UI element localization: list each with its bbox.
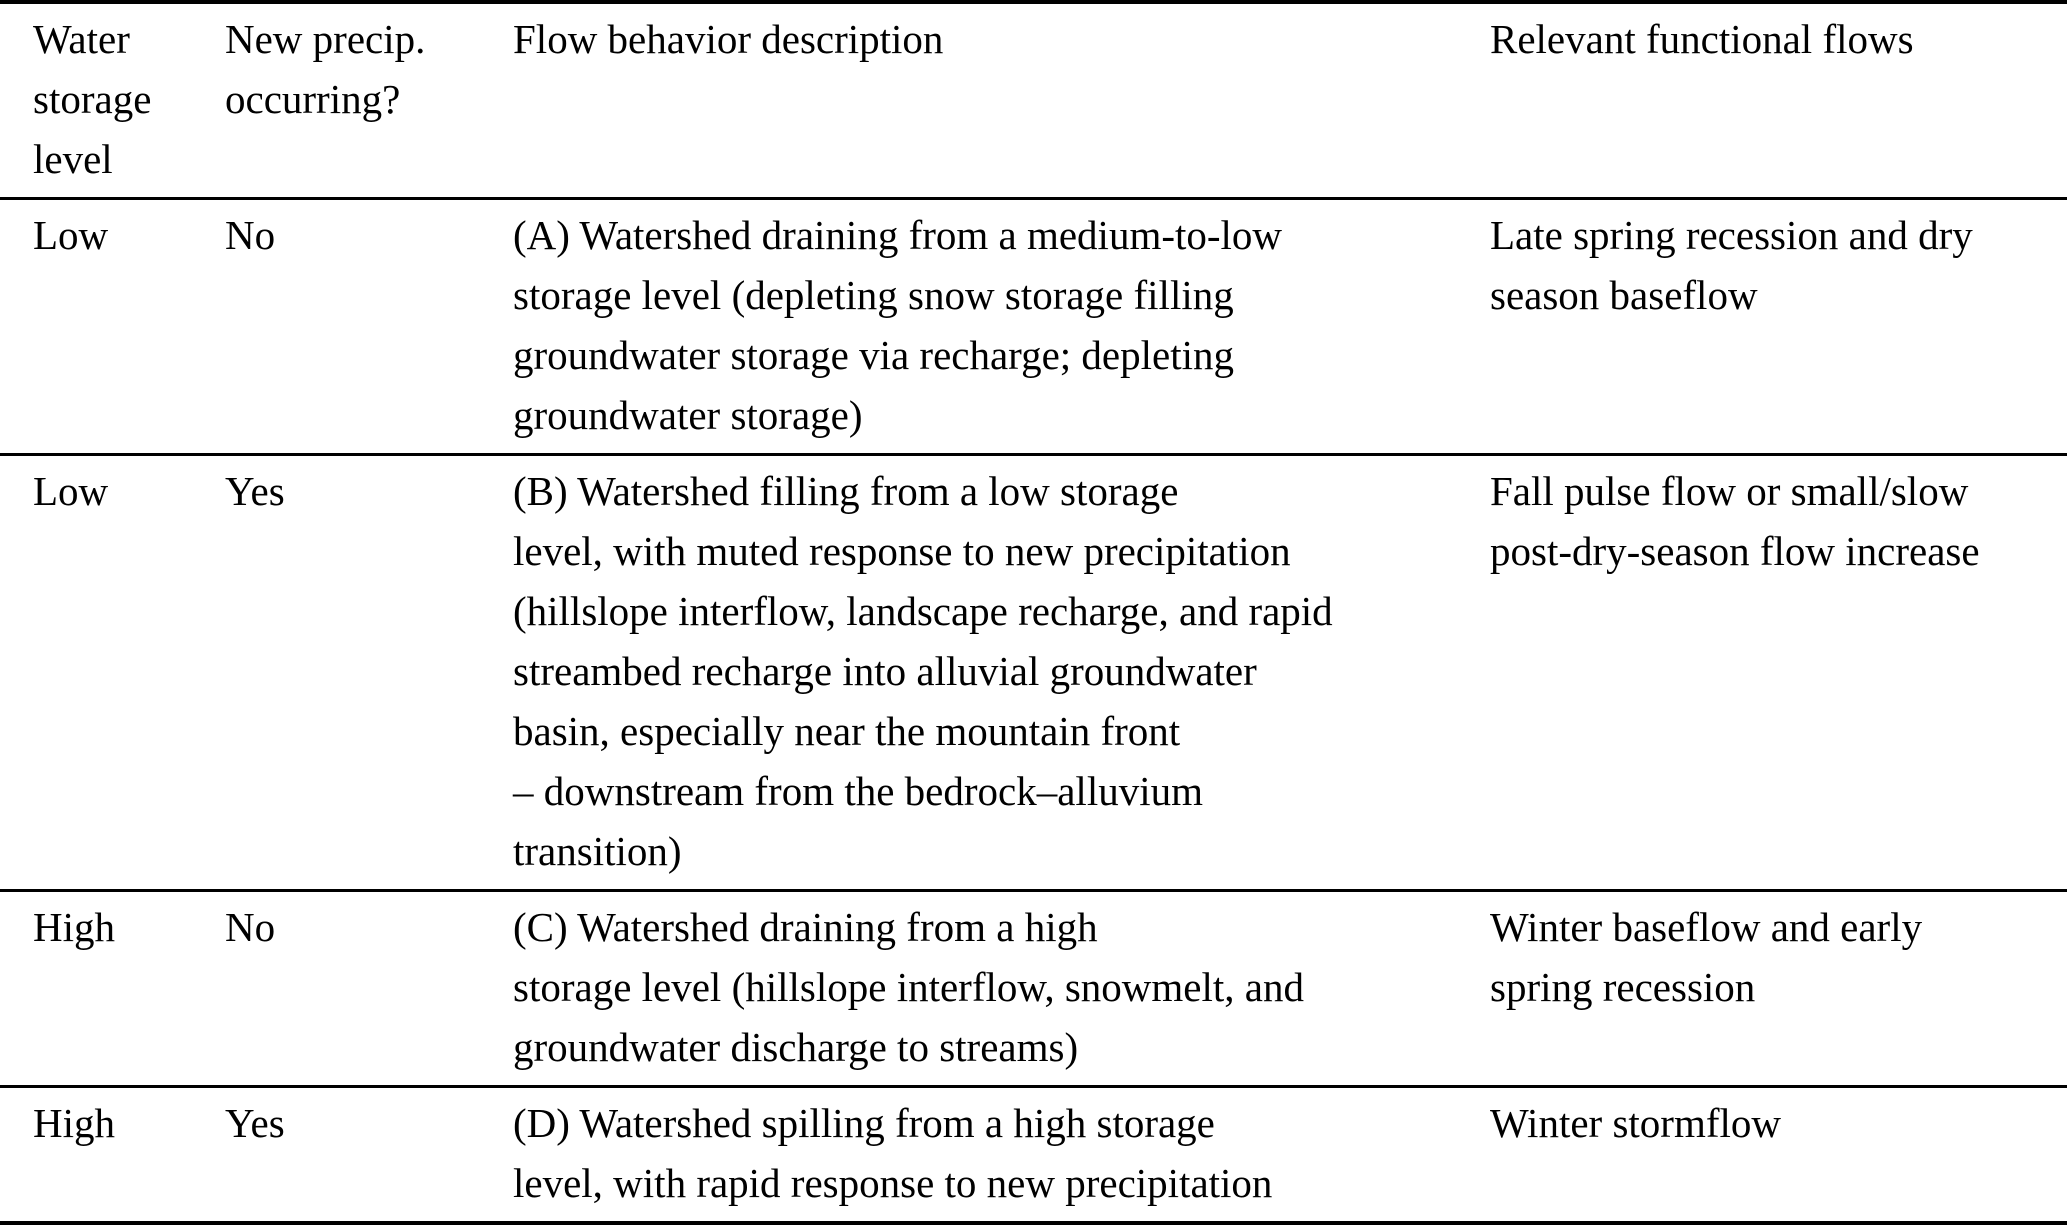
col-header-new-precip-occurring: New precip. occurring? (225, 16, 426, 122)
cell-functional-flows: Late spring recession and dry season bas… (1490, 212, 1973, 318)
table-row-a: Low No (A) Watershed draining from a med… (0, 199, 2067, 455)
cell-storage-level: High (33, 904, 115, 950)
cell-functional-flows: Winter stormflow (1490, 1100, 1781, 1146)
cell-flow-description: (C) Watershed draining from a high stora… (513, 904, 1304, 1070)
cell-flow-description: (B) Watershed filling from a low storage… (513, 468, 1333, 874)
col-header-relevant-functional-flows: Relevant functional flows (1490, 16, 1914, 62)
cell-precip-occurring: Yes (225, 468, 285, 514)
cell-flow-description: (D) Watershed spilling from a high stora… (513, 1100, 1273, 1206)
cell-storage-level: Low (33, 468, 109, 514)
table-row-d: High Yes (D) Watershed spilling from a h… (0, 1087, 2067, 1223)
cell-functional-flows: Winter baseflow and early spring recessi… (1490, 904, 1923, 1010)
cell-flow-description: (A) Watershed draining from a medium-to-… (513, 212, 1283, 438)
header-row: Water storage level New precip. occurrin… (0, 2, 2067, 199)
cell-precip-occurring: No (225, 904, 276, 950)
cell-precip-occurring: Yes (225, 1100, 285, 1146)
cell-storage-level: High (33, 1100, 115, 1146)
cell-storage-level: Low (33, 212, 109, 258)
col-header-flow-behavior-description: Flow behavior description (513, 16, 944, 62)
cell-precip-occurring: No (225, 212, 276, 258)
cell-functional-flows: Fall pulse flow or small/slow post-dry-s… (1490, 468, 1980, 574)
col-header-water-storage-level: Water storage level (33, 16, 152, 182)
table-row-b: Low Yes (B) Watershed filling from a low… (0, 455, 2067, 891)
table-row-c: High No (C) Watershed draining from a hi… (0, 891, 2067, 1087)
